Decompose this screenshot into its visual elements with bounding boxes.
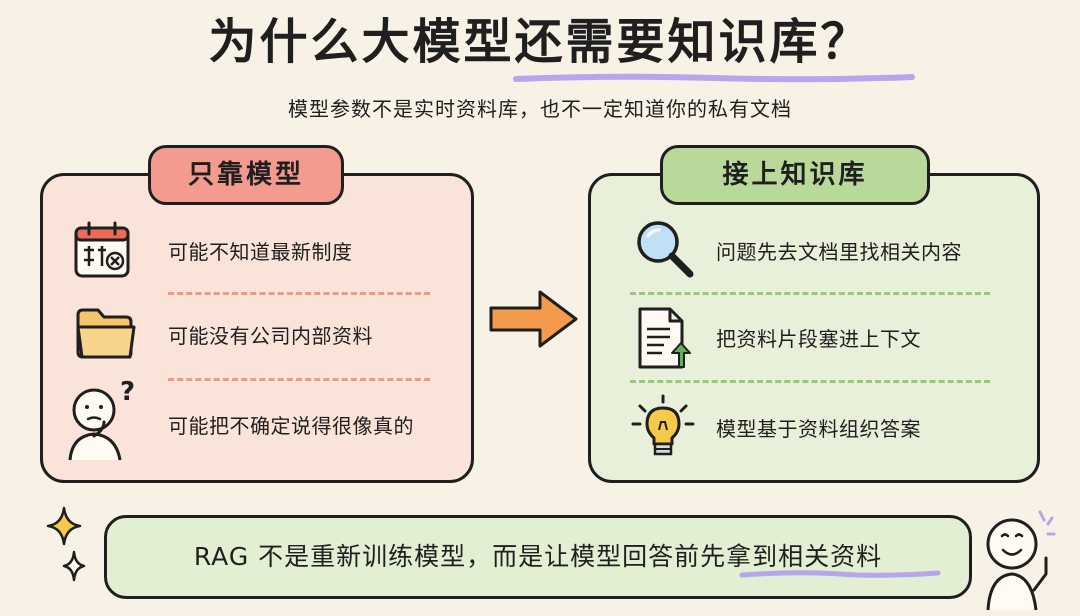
left-item-text: 可能不知道最新制度 (168, 240, 353, 264)
right-item-text: 模型基于资料组织答案 (716, 417, 921, 441)
calendar-icon (74, 221, 130, 278)
pointing-person-icon (986, 510, 1056, 611)
confused-person-icon: ? (68, 377, 135, 461)
bottom-banner-text: RAG 不是重新训练模型，而是让模型回答前先拿到相关资料 (193, 542, 883, 571)
banner-underline (739, 570, 941, 578)
left-item-text: 可能没有公司内部资料 (168, 324, 373, 348)
left-panel-label: 只靠模型 (148, 145, 344, 205)
arrow-right-icon (489, 290, 578, 348)
right-panel-label: 接上知识库 (660, 145, 930, 205)
page-subtitle: 模型参数不是实时资料库，也不一定知道你的私有文档 (288, 97, 792, 121)
page-title: 为什么大模型还需要知识库？ (208, 14, 872, 70)
sparkle-icon (46, 506, 86, 582)
right-divider (630, 292, 990, 295)
svg-text:?: ? (120, 377, 135, 407)
title-underline (513, 73, 915, 83)
lightbulb-icon (631, 394, 695, 456)
magnifier-icon (637, 221, 694, 278)
document-upload-icon (638, 307, 691, 369)
folder-icon (76, 308, 136, 359)
bottom-banner (104, 515, 972, 599)
right-divider (630, 380, 990, 383)
left-item-text: 可能把不确定说得很像真的 (168, 414, 414, 438)
right-item-text: 问题先去文档里找相关内容 (716, 240, 962, 264)
left-divider (168, 378, 430, 381)
left-divider (168, 292, 430, 295)
right-item-text: 把资料片段塞进上下文 (716, 327, 921, 351)
